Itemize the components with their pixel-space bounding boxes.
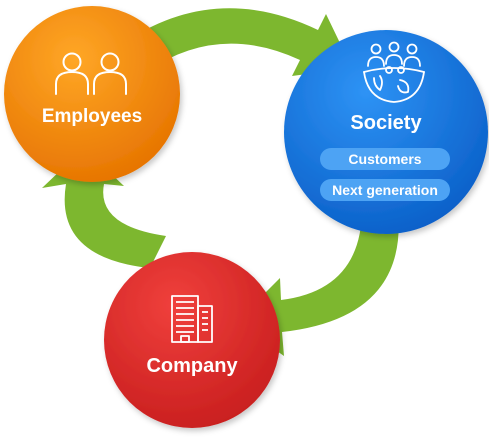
node-company: Company [104, 252, 280, 428]
company-label: Company [146, 355, 238, 377]
company-circle [104, 252, 280, 428]
arrow-employees-to-society [128, 8, 352, 76]
customers-label: Customers [348, 151, 421, 167]
community-globe-icon [363, 41, 425, 103]
customers-pill [320, 148, 450, 170]
people-icon [55, 52, 127, 95]
employees-label: Employees [42, 106, 142, 127]
society-item-next-generation: Next generation [320, 179, 450, 201]
society-item-customers: Customers [320, 148, 450, 170]
society-label: Society [350, 112, 422, 134]
next-generation-label: Next generation [332, 182, 438, 198]
node-society: Society Customers Next generation [284, 30, 488, 234]
office-building-icon [171, 295, 213, 343]
next-generation-pill [320, 179, 450, 201]
employees-circle [4, 6, 180, 182]
node-employees: Employees [4, 6, 180, 182]
